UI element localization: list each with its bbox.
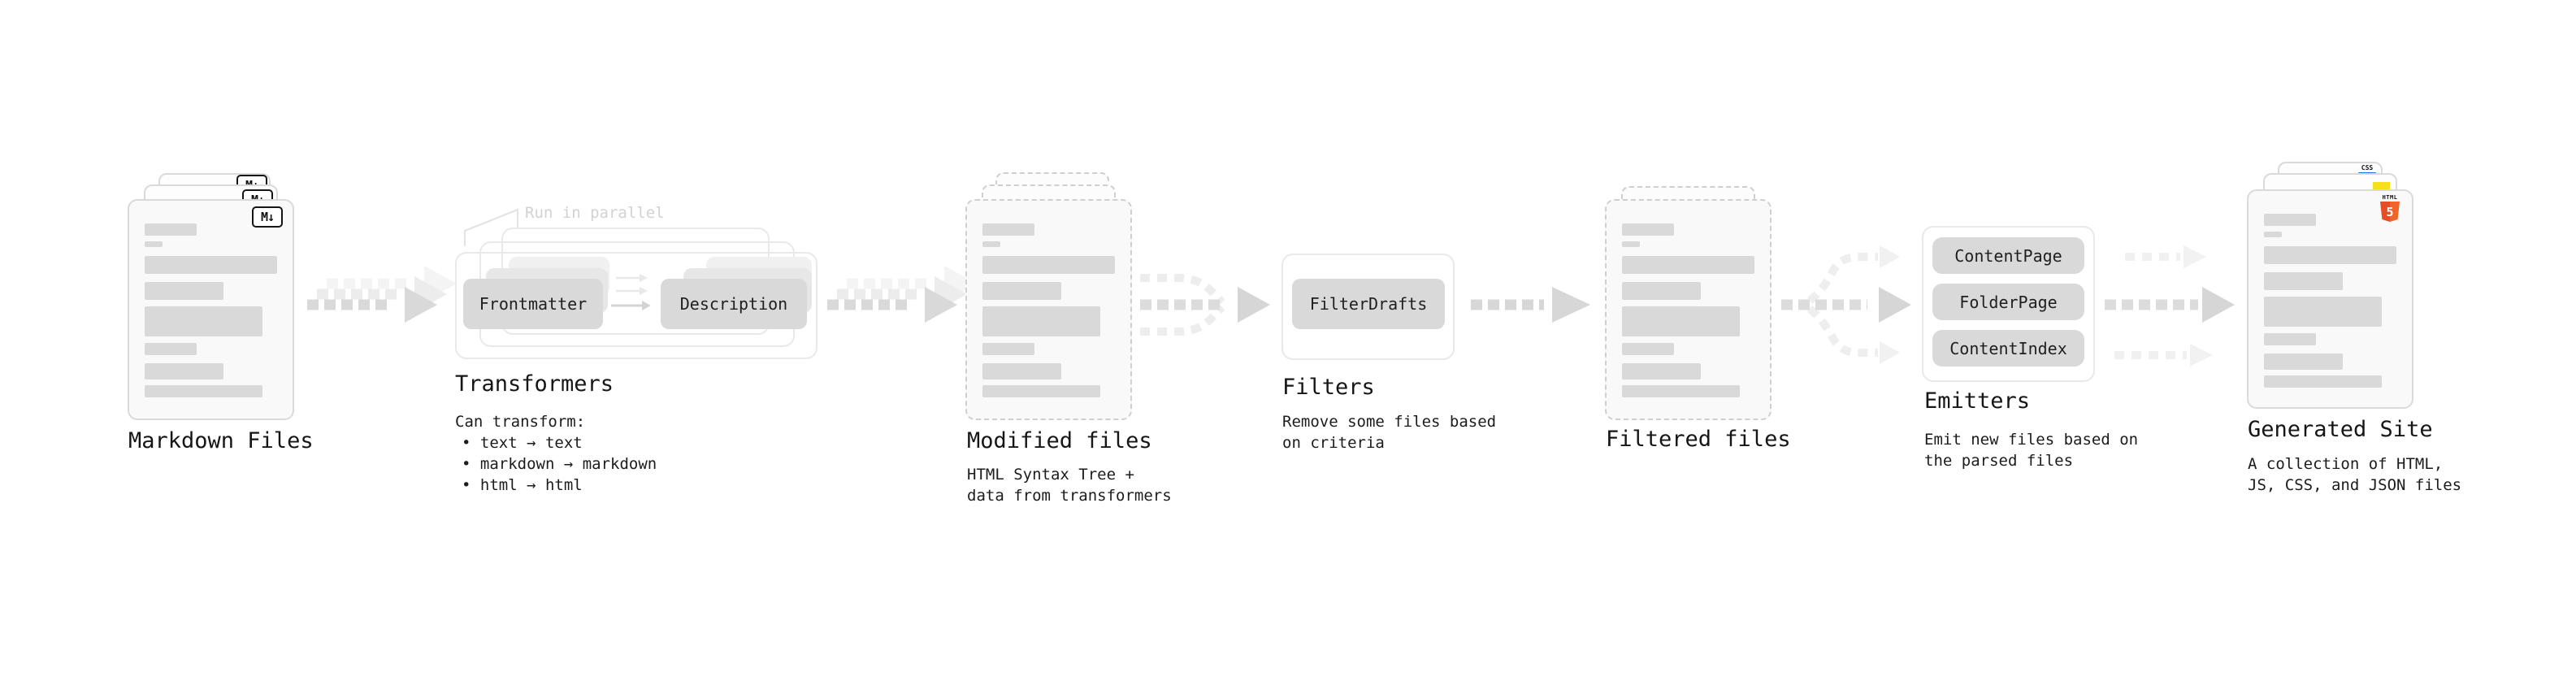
node-title: Emitters xyxy=(1924,388,2031,414)
text-line-placeholder xyxy=(1622,282,1701,300)
description-line: Emit new files based on xyxy=(1924,431,2139,449)
node-generated-site: CSS HTML 5 Generated Site A collection o… xyxy=(2247,150,2483,508)
flow-arrow-emitters-to-site xyxy=(2105,245,2235,367)
description-line: JS, CSS, and JSON files xyxy=(2248,476,2462,494)
node-title: Filtered files xyxy=(1606,427,1791,452)
transformer-group-box xyxy=(455,252,817,359)
text-line-placeholder xyxy=(1622,306,1740,336)
html5-icon-label: HTML xyxy=(2382,194,2398,201)
text-line-placeholder xyxy=(982,241,1000,247)
text-line-placeholder xyxy=(145,306,262,336)
text-line-placeholder xyxy=(982,223,1034,236)
description-line: A collection of HTML, xyxy=(2248,455,2444,473)
node-title: Generated Site xyxy=(2248,417,2433,442)
text-line-placeholder xyxy=(2264,354,2343,370)
description-line: • text → text xyxy=(462,434,583,452)
filter-group-box xyxy=(1281,254,1455,360)
markdown-icon: M↓ xyxy=(252,206,283,228)
text-line-placeholder xyxy=(1622,385,1740,397)
node-description: HTML Syntax Tree + data from transformer… xyxy=(967,464,1172,506)
flow-arrow-transformers-to-modified xyxy=(827,266,977,323)
node-title: Filters xyxy=(1282,375,1375,400)
node-markdown-files: M↓ M↓ M↓ Markdown Files xyxy=(128,162,339,487)
description-line: on criteria xyxy=(1282,434,1385,452)
node-description: Can transform: • text → text • markdown … xyxy=(455,411,657,496)
emitter-chip-folderpage: FolderPage xyxy=(1932,284,2084,320)
description-line: • html → html xyxy=(462,476,583,494)
text-line-placeholder xyxy=(982,256,1115,274)
description-line: HTML Syntax Tree + xyxy=(967,466,1134,484)
flow-arrow-modified-to-filters xyxy=(1140,274,1270,336)
transformer-chip-frontmatter: Frontmatter xyxy=(463,279,603,329)
js-icon xyxy=(2373,182,2390,190)
html5-icon: HTML 5 xyxy=(2379,194,2400,222)
parallel-arrows-icon xyxy=(611,274,651,310)
text-line-placeholder xyxy=(982,363,1061,380)
text-line-placeholder xyxy=(145,241,163,247)
text-line-placeholder xyxy=(2264,272,2343,290)
node-description: A collection of HTML, JS, CSS, and JSON … xyxy=(2248,453,2461,496)
description-line: Can transform: xyxy=(455,413,586,431)
file-card-front: HTML 5 xyxy=(2247,189,2413,409)
text-line-placeholder xyxy=(145,363,223,380)
file-card-front xyxy=(965,199,1132,420)
transformer-chip-description: Description xyxy=(661,279,807,329)
text-line-placeholder xyxy=(982,282,1061,300)
flow-arrow-markdown-to-transformers xyxy=(307,266,457,323)
text-line-placeholder xyxy=(145,223,197,236)
node-transformers: Run in parallel Frontmatter Description … xyxy=(455,199,821,516)
node-title: Transformers xyxy=(455,371,614,397)
text-line-placeholder xyxy=(145,343,197,355)
text-line-placeholder xyxy=(145,385,262,397)
emitter-chip-contentindex: ContentIndex xyxy=(1932,330,2084,367)
filter-chip-filterdrafts: FilterDrafts xyxy=(1292,279,1445,329)
text-line-placeholder xyxy=(145,282,223,300)
description-line: data from transformers xyxy=(967,487,1172,505)
css-icon-label: CSS xyxy=(2361,164,2374,171)
annotation-leader-line xyxy=(463,208,519,246)
text-line-placeholder xyxy=(2264,246,2396,264)
text-line-placeholder xyxy=(2264,214,2316,226)
emitter-chip-contentpage: ContentPage xyxy=(1932,237,2084,274)
file-card-front xyxy=(1605,199,1772,420)
text-line-placeholder xyxy=(1622,241,1640,247)
node-title: Modified files xyxy=(967,428,1152,453)
annotation-run-in-parallel: Run in parallel xyxy=(525,204,665,222)
text-line-placeholder xyxy=(982,343,1034,355)
description-line: • markdown → markdown xyxy=(462,455,657,473)
description-line: Remove some files based xyxy=(1282,413,1497,431)
text-line-placeholder xyxy=(1622,363,1701,380)
file-card-front: M↓ xyxy=(128,199,294,420)
text-line-placeholder xyxy=(2264,375,2382,388)
text-line-placeholder xyxy=(2264,232,2282,237)
description-line: the parsed files xyxy=(1924,452,2074,470)
node-filtered-files: Filtered files xyxy=(1605,161,1832,470)
text-line-placeholder xyxy=(145,256,277,274)
node-filters: FilterDrafts Filters Remove some files b… xyxy=(1281,254,1509,465)
node-description: Remove some files based on criteria xyxy=(1282,411,1496,453)
text-line-placeholder xyxy=(1622,343,1674,355)
text-line-placeholder xyxy=(982,306,1100,336)
node-emitters: ContentPage FolderPage ContentIndex Emit… xyxy=(1922,226,2149,478)
flow-arrow-filters-to-filtered xyxy=(1471,287,1590,323)
node-description: Emit new files based on the parsed files xyxy=(1924,429,2138,471)
text-line-placeholder xyxy=(2264,297,2382,327)
node-title: Markdown Files xyxy=(128,428,314,453)
text-line-placeholder xyxy=(982,385,1100,397)
flow-arrow-filtered-to-emitters xyxy=(1781,245,1911,364)
html5-icon-shield: 5 xyxy=(2380,202,2400,222)
text-line-placeholder xyxy=(1622,256,1754,274)
node-modified-files: Modified files HTML Syntax Tree + data f… xyxy=(965,161,1193,518)
text-line-placeholder xyxy=(1622,223,1674,236)
text-line-placeholder xyxy=(2264,333,2316,345)
emitter-group-box xyxy=(1922,226,2095,382)
